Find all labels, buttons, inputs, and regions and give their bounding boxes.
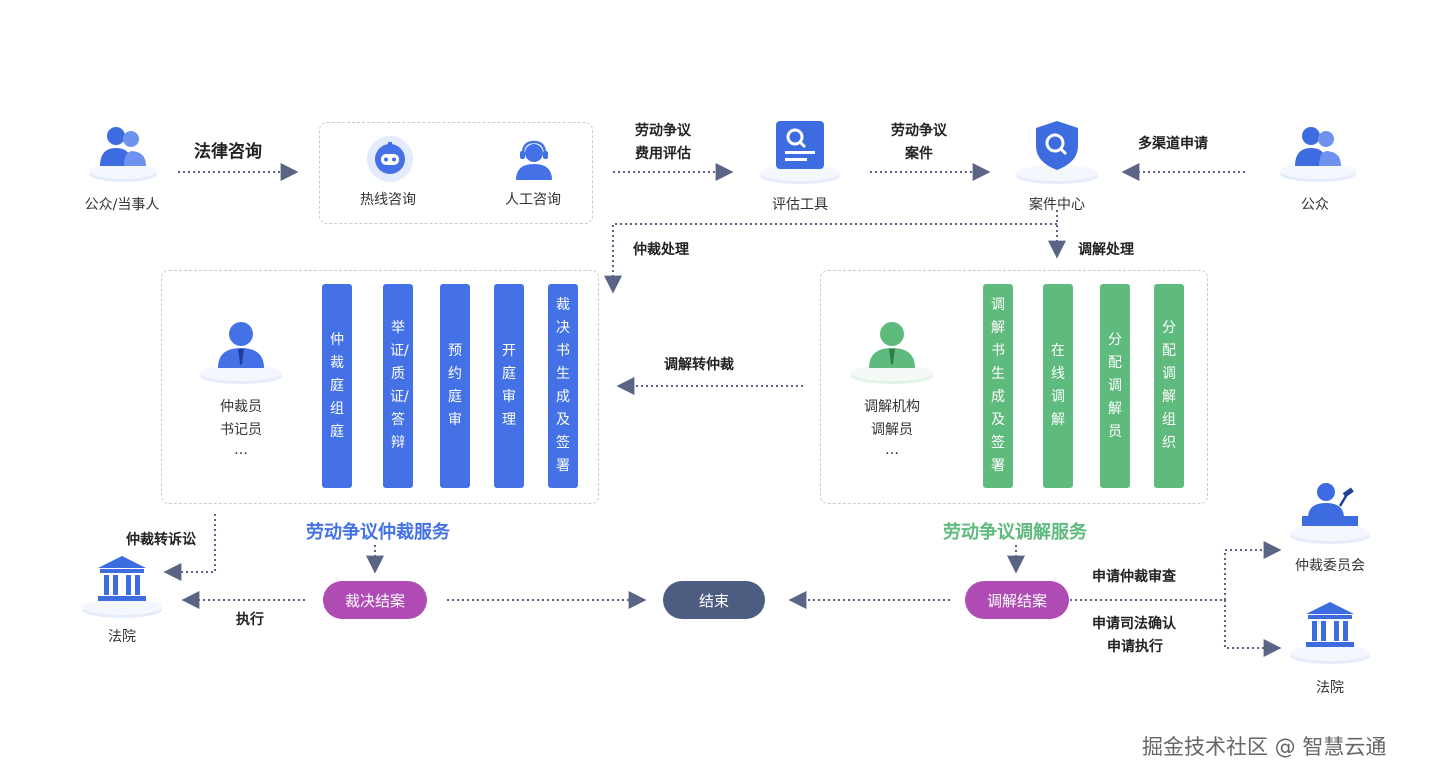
- people-icon: [88, 124, 158, 190]
- arrow-branch-up: [1224, 541, 1282, 600]
- document-search-icon[interactable]: [758, 118, 842, 190]
- eval-tool-label: 评估工具: [772, 197, 828, 213]
- watermark: 掘金技术社区 @ 智慧云通: [1142, 735, 1387, 759]
- mediation-title: 劳动争议调解服务: [943, 522, 1087, 543]
- robot-icon[interactable]: [366, 135, 414, 187]
- case-line2: 案件: [905, 146, 933, 162]
- arrow-arb-lawsuit: [163, 514, 216, 581]
- fee-eval-line2: 费用评估: [635, 146, 691, 162]
- med-step-online[interactable]: 在线调解: [1043, 284, 1073, 488]
- arb-people-2: 书记员: [220, 422, 262, 438]
- med-people-3: …: [885, 442, 899, 458]
- end-pill[interactable]: 结束: [663, 581, 765, 619]
- arbitration-title: 劳动争议仲裁服务: [306, 522, 450, 543]
- apply-confirm-label: 申请司法确认: [1092, 616, 1176, 632]
- public-party-label: 公众/当事人: [84, 197, 160, 213]
- mediator-avatar-icon: [849, 318, 935, 390]
- med-step-document[interactable]: 调解书生成及签署: [983, 284, 1013, 488]
- headset-agent-icon[interactable]: [511, 138, 557, 186]
- case-line1: 劳动争议: [891, 123, 947, 139]
- case-center-label: 案件中心: [1029, 197, 1085, 213]
- court-building-icon: [1288, 600, 1372, 670]
- court-building-icon: [80, 554, 164, 624]
- legal-consult-label: 法律咨询: [194, 142, 262, 162]
- judge-gavel-icon: [1288, 478, 1372, 550]
- arb-people-1: 仲裁员: [220, 399, 262, 415]
- arb-step-hearing[interactable]: 开庭审理: [494, 284, 524, 488]
- arb-step-evidence[interactable]: 举证/质证/答辩: [383, 284, 413, 488]
- court-left-label: 法院: [108, 629, 136, 645]
- arb-people-3: …: [234, 442, 248, 458]
- arb-step-schedule[interactable]: 预约庭审: [440, 284, 470, 488]
- med-people-1: 调解机构: [864, 399, 920, 415]
- med-close-pill[interactable]: 调解结案: [965, 581, 1069, 619]
- mediation-box: [820, 270, 1208, 504]
- med-process-label: 调解处理: [1078, 242, 1134, 258]
- arb-close-pill[interactable]: 裁决结案: [323, 581, 427, 619]
- multi-channel-label: 多渠道申请: [1138, 136, 1208, 152]
- arb-step-award[interactable]: 裁决书生成及签署: [548, 284, 578, 488]
- arbitrator-avatar-icon: [198, 318, 284, 390]
- shield-search-icon[interactable]: [1014, 118, 1100, 190]
- arb-step-form-tribunal[interactable]: 仲裁庭组庭: [322, 284, 352, 488]
- court-right-label: 法院: [1316, 680, 1344, 696]
- arb-process-label: 仲裁处理: [633, 242, 689, 258]
- med-to-arb-label: 调解转仲裁: [664, 357, 734, 373]
- arb-to-lawsuit-label: 仲裁转诉讼: [126, 532, 196, 548]
- arbitration-box: [161, 270, 599, 504]
- med-step-assign-org[interactable]: 分配调解组织: [1154, 284, 1184, 488]
- med-people-2: 调解员: [871, 422, 913, 438]
- committee-label: 仲裁委员会: [1295, 558, 1365, 574]
- arrow-branch-down: [1224, 600, 1282, 657]
- hotline-label: 热线咨询: [360, 192, 416, 208]
- med-step-assign-mediator[interactable]: 分配调解员: [1100, 284, 1130, 488]
- execute-label: 执行: [236, 612, 264, 628]
- manual-label: 人工咨询: [505, 192, 561, 208]
- fee-eval-line1: 劳动争议: [635, 123, 691, 139]
- apply-review-label: 申请仲裁审查: [1092, 569, 1176, 585]
- people-icon: [1278, 124, 1358, 190]
- apply-execute-label: 申请执行: [1107, 639, 1163, 655]
- public-label: 公众: [1301, 197, 1329, 213]
